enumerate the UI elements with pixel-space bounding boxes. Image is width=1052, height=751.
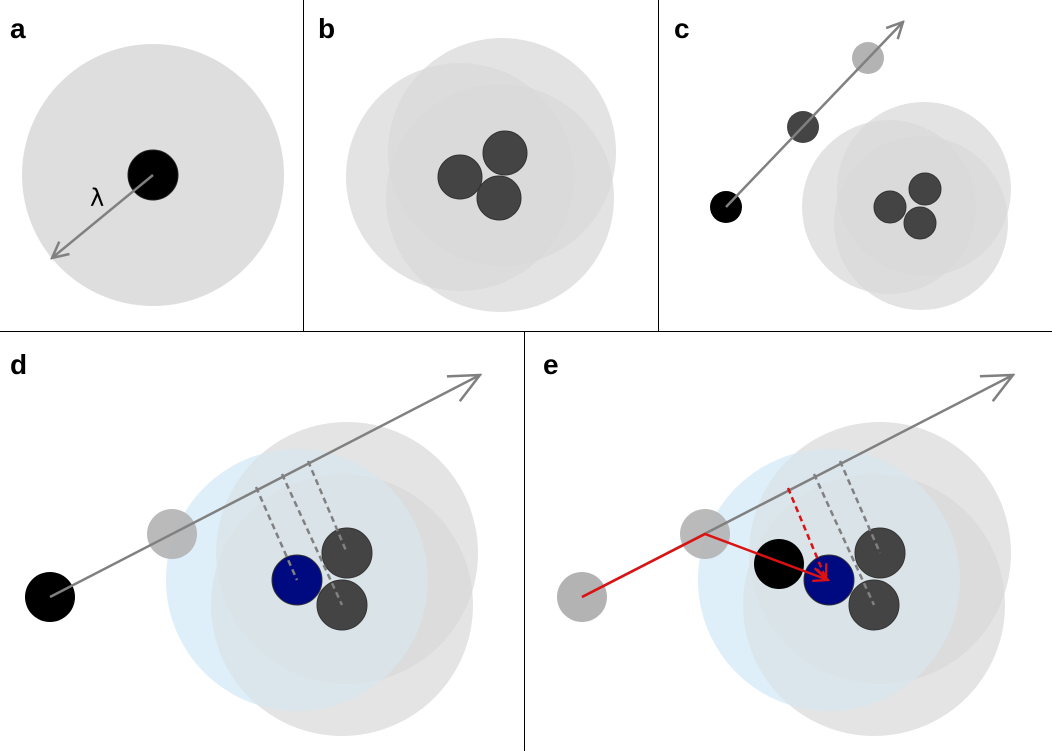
projection-line [254,486,299,581]
particle [482,130,528,176]
particle [908,172,942,206]
radius-arrow [52,174,154,258]
projection-line [306,460,349,554]
panel-label-d: d [10,349,27,380]
projection-line [280,473,344,606]
panel-a: λ a [10,13,284,306]
projection-line-red [786,487,826,579]
projection-line [812,473,876,606]
particle [873,190,907,224]
particle-black [754,539,804,589]
particle-blue [803,554,855,606]
panel-label-b: b [318,13,335,44]
particle [903,206,937,240]
trajectory-arrow [49,375,480,599]
panel-c: c [674,13,1011,310]
particle [476,175,522,221]
path-arrow-red [581,532,828,599]
trajectory-arrow [725,22,903,208]
particle [437,154,483,200]
panel-label-a: a [10,13,26,44]
panel-label-e: e [543,349,559,380]
panel-label-c: c [674,13,690,44]
panel-b: b [318,13,616,312]
projection-line [838,460,882,554]
particle [321,527,373,579]
lambda-symbol: λ [90,184,104,212]
panel-e: e [543,349,1013,736]
panel-d: d [10,349,480,736]
